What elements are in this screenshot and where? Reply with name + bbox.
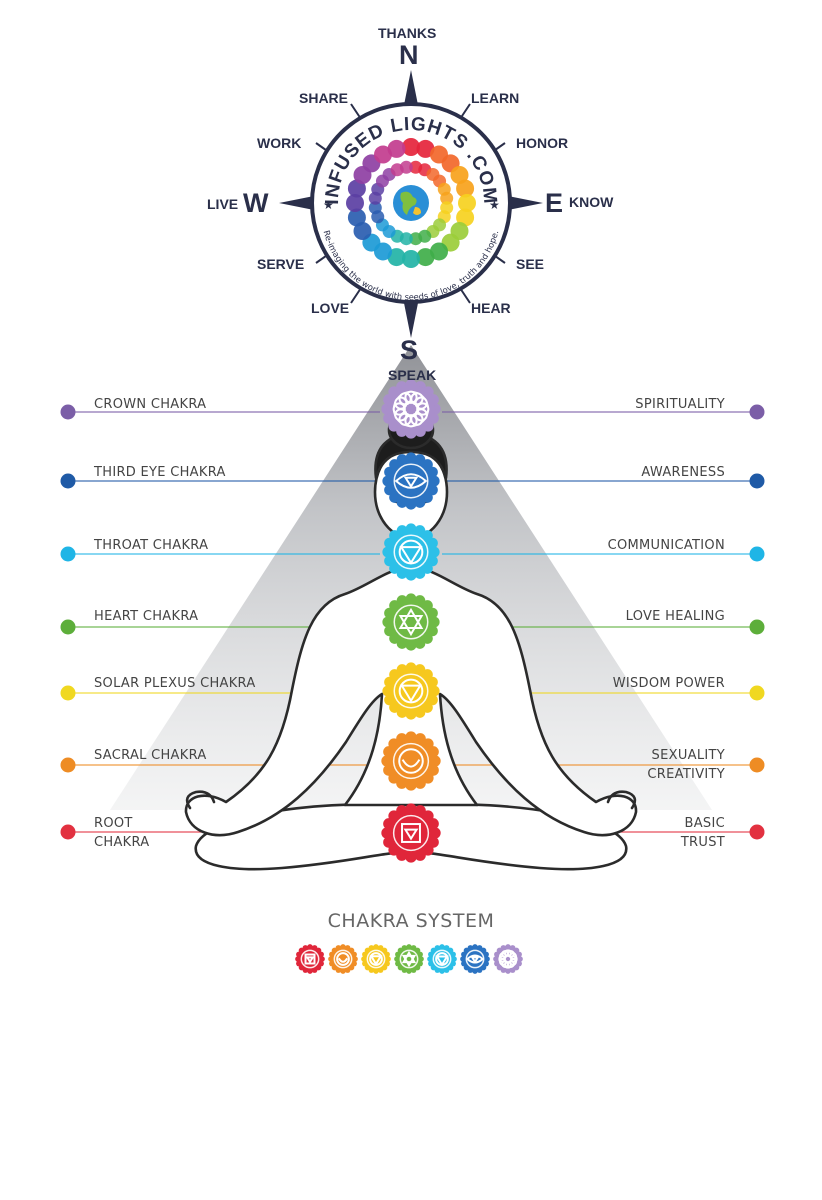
compass-word-know: KNOW — [569, 194, 614, 210]
compass-word-honor: HONOR — [516, 135, 569, 151]
chakra-dot-left — [60, 685, 76, 701]
mandala-petal — [402, 138, 420, 156]
mandala-petal — [347, 179, 366, 198]
chakra-dot-left — [60, 546, 76, 562]
chakra-dot-right — [749, 546, 765, 562]
mandala-petal — [387, 139, 406, 158]
mandala-petal — [440, 191, 454, 205]
triangle-circle-icon — [435, 952, 449, 967]
system-chakra-icon — [394, 944, 424, 974]
mandala-petal — [456, 179, 475, 198]
mandala-petal — [346, 194, 364, 212]
compass-word-hear: HEAR — [471, 300, 511, 316]
system-chakra-icon — [427, 944, 457, 974]
compass-word-thanks: THANKS — [378, 25, 437, 41]
chakra-dot-right — [749, 473, 765, 489]
square-icon — [401, 823, 421, 843]
lotus-icon — [498, 949, 518, 969]
mandala-petal — [416, 139, 435, 158]
chakra-right-label: AWARENESS — [641, 465, 725, 480]
triangle-icon — [398, 678, 424, 704]
compass-word-work: WORK — [257, 135, 302, 151]
star-icon — [398, 607, 424, 637]
chakra-dot-right — [749, 685, 765, 701]
star-icon: ★ — [489, 198, 500, 212]
eye-icon — [465, 954, 485, 964]
eye-icon — [394, 473, 428, 489]
compass-word-love: LOVE — [311, 300, 350, 316]
chakra-dot-left — [60, 619, 76, 635]
chakra-dot-left — [60, 757, 76, 773]
chakra-left-label: THROAT CHAKRA — [94, 538, 209, 553]
chakra-left-label: HEART CHAKRA — [94, 609, 199, 624]
mandala-petal — [430, 242, 448, 261]
chakra-right-label: WISDOM POWER — [612, 676, 725, 691]
chakra-medallion — [382, 452, 440, 510]
chakra-dot-left — [60, 824, 76, 840]
compass-word-speak: SPEAK — [388, 367, 437, 383]
chakra-dot-right — [749, 619, 765, 635]
system-chakra-icon — [328, 944, 358, 974]
triangle-icon — [369, 952, 383, 966]
system-chakra-icon — [361, 944, 391, 974]
compass-word-share: SHARE — [299, 90, 349, 106]
star-icon — [401, 950, 417, 968]
chakra-left-label: CROWN CHAKRA — [94, 397, 207, 412]
chakra-medallion — [381, 803, 441, 863]
chakra-system-title: CHAKRA SYSTEM — [327, 910, 495, 932]
mandala-petal — [458, 194, 476, 212]
lotus-icon — [392, 390, 430, 428]
mandala-petal — [399, 160, 413, 174]
chakra-left-label: SOLAR PLEXUS CHAKRA — [94, 676, 256, 691]
chakra-medallion — [382, 523, 440, 581]
chakra-right-label: COMMUNICATION — [607, 538, 725, 553]
mandala-petal — [402, 250, 420, 268]
compass-word-see: SEE — [516, 256, 545, 272]
mandala-petal — [456, 208, 475, 227]
system-chakra-icon — [493, 944, 523, 974]
crescent-icon — [398, 748, 424, 774]
chakra-dot-right — [749, 824, 765, 840]
chakra-dot-right — [749, 404, 765, 420]
mandala-petal — [387, 248, 406, 267]
mandala-petal — [353, 222, 372, 240]
crescent-icon — [336, 952, 350, 966]
chakra-medallion — [382, 662, 440, 720]
mandala-petal — [416, 248, 435, 267]
compass-north: N — [399, 40, 419, 70]
system-chakra-icon — [460, 944, 490, 974]
chakra-medallion — [382, 593, 440, 651]
compass-word-serve: SERVE — [257, 256, 305, 272]
system-chakra-icon — [295, 944, 325, 974]
chakra-left-label: THIRD EYE CHAKRA — [94, 465, 226, 480]
mandala-petal — [347, 208, 366, 227]
compass-rose: INFUSED LIGHTS .COM Re-imaging the world… — [279, 70, 543, 338]
chakra-right-label: SPIRITUALITY — [635, 397, 725, 412]
chakra-right-label: LOVE HEALING — [625, 609, 725, 624]
chakra-dot-left — [60, 473, 76, 489]
mandala-petal — [368, 201, 382, 215]
mandala-petal — [450, 166, 469, 184]
chakra-medallion — [381, 379, 441, 439]
chakra-dot-left — [60, 404, 76, 420]
star-icon: ★ — [323, 198, 334, 212]
chakra-dot-right — [749, 757, 765, 773]
mandala-petal — [374, 145, 392, 164]
compass-word-learn: LEARN — [471, 90, 520, 106]
triangle-circle-icon — [398, 539, 424, 565]
compass-east: E — [545, 188, 564, 218]
compass-west: W — [243, 188, 269, 218]
chakra-left-label: SACRAL CHAKRA — [94, 748, 207, 763]
compass-south: S — [400, 335, 419, 365]
square-icon — [304, 953, 316, 965]
mandala-petal — [409, 232, 423, 246]
chakra-medallion — [381, 731, 441, 791]
compass-word-live: LIVE — [207, 196, 239, 212]
